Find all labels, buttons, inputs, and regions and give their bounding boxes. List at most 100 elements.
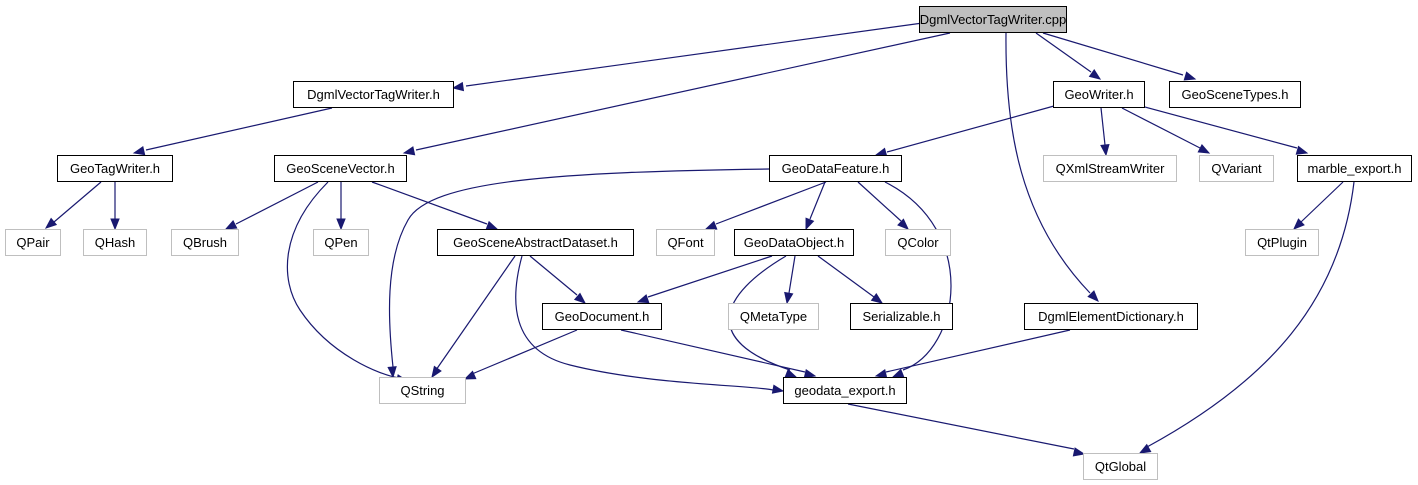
node-label: marble_export.h — [1308, 161, 1402, 176]
arrowhead-cpp-to-geoscenevector — [402, 146, 416, 156]
arrowhead-geoscenevector-to-geosceneabstractdataset — [485, 220, 499, 230]
node-qfont: QFont — [656, 229, 715, 256]
node-geosceneabstractdataset[interactable]: GeoSceneAbstractDataset.h — [437, 229, 634, 256]
node-box — [919, 6, 1067, 33]
edge-geodataobject-to-geodocument — [647, 255, 773, 298]
edge-cpp-to-geoscenevector — [415, 32, 951, 151]
edge-geotagwriter-to-qpair — [53, 181, 102, 223]
edge-geoscenevector-to-qstring — [286, 181, 400, 379]
edge-geowriter-to-marble_export — [1140, 105, 1298, 149]
arrowhead-geodata_export-to-qtglobal — [1072, 447, 1086, 457]
node-box — [850, 303, 953, 330]
arrowhead-geodataobject-to-qmetatype — [784, 291, 794, 305]
arrowhead-geodatafeature-to-qcolor — [897, 218, 909, 230]
node-box — [293, 81, 454, 108]
node-label: GeoDataFeature.h — [782, 161, 890, 176]
edge-geowriter-to-qvariant — [1121, 107, 1201, 149]
edge-geosceneabstractdataset-to-geodocument — [529, 255, 578, 296]
node-qtglobal: QtGlobal — [1083, 453, 1158, 480]
node-box — [274, 155, 407, 182]
arrowhead-geodocument-to-qstring — [463, 370, 477, 380]
edge-geodocument-to-geodata_export — [620, 329, 806, 373]
edge-geoscenevector-to-geosceneabstractdataset — [371, 181, 488, 225]
node-qstring: QString — [379, 377, 466, 404]
node-qmetatype: QMetaType — [728, 303, 819, 330]
node-label: QtPlugin — [1257, 235, 1307, 250]
edge-geoscenevector-to-qbrush — [235, 181, 319, 225]
arrowhead-geodatafeature-to-qfont — [704, 220, 718, 230]
node-box — [1245, 229, 1319, 256]
node-box — [1297, 155, 1412, 182]
edge-geodatafeature-to-geodataobject — [809, 181, 826, 220]
edge-geodatafeature-to-qcolor — [857, 181, 902, 222]
edge-marble_export-to-qtglobal — [1146, 181, 1355, 448]
arrowhead-geodataobject-to-geodata_export — [784, 368, 798, 378]
edge-cpp-to-dvtw_h — [465, 21, 931, 87]
node-geoscenetypes[interactable]: GeoSceneTypes.h — [1169, 81, 1301, 108]
arrowhead-geodataobject-to-geodocument — [636, 294, 650, 304]
node-box — [1169, 81, 1301, 108]
node-geodocument[interactable]: GeoDocument.h — [542, 303, 662, 330]
node-box — [83, 229, 147, 256]
node-label: QBrush — [183, 235, 227, 250]
node-dgmlelementdictionary[interactable]: DgmlElementDictionary.h — [1024, 303, 1198, 330]
node-box — [728, 303, 819, 330]
arrowhead-geowriter-to-qvariant — [1197, 143, 1211, 154]
node-label: geodata_export.h — [794, 383, 895, 398]
arrowhead-dgmlelementdictionary-to-geodata_export — [874, 368, 888, 379]
node-qpen: QPen — [313, 229, 369, 256]
node-box — [5, 229, 61, 256]
node-geodataobject[interactable]: GeoDataObject.h — [734, 229, 854, 256]
arrowhead-marble_export-to-qtglobal — [1138, 443, 1152, 454]
node-box — [542, 303, 662, 330]
edge-marble_export-to-qtplugin — [1300, 181, 1344, 223]
arrowhead-marble_export-to-qtplugin — [1293, 218, 1305, 230]
edge-dgmlelementdictionary-to-geodata_export — [885, 329, 1071, 373]
edge-cpp-to-geoscenetypes — [1042, 32, 1184, 76]
arrowhead-geodatafeature-to-qstring — [387, 366, 397, 379]
node-label: DgmlElementDictionary.h — [1038, 309, 1184, 324]
arrowhead-geowriter-to-marble_export — [1295, 145, 1309, 155]
node-geodata_export[interactable]: geodata_export.h — [783, 377, 907, 404]
node-label: QXmlStreamWriter — [1056, 161, 1165, 176]
node-label: DgmlVectorTagWriter.cpp — [920, 12, 1066, 27]
node-geotagwriter[interactable]: GeoTagWriter.h — [57, 155, 173, 182]
node-label: QColor — [897, 235, 939, 250]
edge-geowriter-to-qxmlstreamwriter — [1100, 107, 1106, 146]
edge-geodataobject-to-qmetatype — [788, 255, 796, 294]
node-label: GeoSceneTypes.h — [1182, 87, 1289, 102]
arrowhead-geodocument-to-geodata_export — [803, 368, 817, 379]
node-dvtw_h[interactable]: DgmlVectorTagWriter.h — [293, 81, 454, 108]
node-serializable[interactable]: Serializable.h — [850, 303, 953, 330]
node-box — [313, 229, 369, 256]
node-geoscenevector[interactable]: GeoSceneVector.h — [274, 155, 407, 182]
edge-geodatafeature-to-qstring — [388, 168, 770, 368]
node-cpp[interactable]: DgmlVectorTagWriter.cpp — [919, 6, 1067, 33]
arrowhead-geodataobject-to-serializable — [870, 292, 884, 304]
node-marble_export[interactable]: marble_export.h — [1297, 155, 1412, 182]
arrowhead-geotagwriter-to-qhash — [110, 218, 120, 231]
edge-cpp-to-geowriter — [1035, 32, 1092, 73]
edge-geodocument-to-qstring — [471, 329, 578, 375]
node-box — [734, 229, 854, 256]
edges-layer — [44, 21, 1355, 457]
arrowhead-geodatafeature-to-geodataobject — [805, 217, 815, 231]
node-label: GeoSceneVector.h — [286, 161, 394, 176]
node-geowriter[interactable]: GeoWriter.h — [1053, 81, 1145, 108]
node-label: DgmlVectorTagWriter.h — [307, 87, 440, 102]
edge-geodatafeature-to-geodata_export — [884, 181, 952, 371]
node-geodatafeature[interactable]: GeoDataFeature.h — [769, 155, 902, 182]
node-box — [1083, 453, 1158, 480]
node-box — [783, 377, 907, 404]
node-box — [57, 155, 173, 182]
edge-geodatafeature-to-qfont — [715, 181, 827, 225]
arrowhead-geosceneabstractdataset-to-geodocument — [573, 292, 587, 304]
edge-cpp-to-dgmlelementdictionary — [1005, 32, 1091, 294]
edge-geosceneabstractdataset-to-geodata_export — [515, 255, 774, 391]
edge-dvtw_h-to-geotagwriter — [145, 107, 333, 151]
arrowhead-cpp-to-geowriter — [1088, 69, 1102, 80]
node-box — [1024, 303, 1198, 330]
node-label: GeoTagWriter.h — [70, 161, 160, 176]
arrowhead-geoscenevector-to-qbrush — [224, 220, 238, 230]
